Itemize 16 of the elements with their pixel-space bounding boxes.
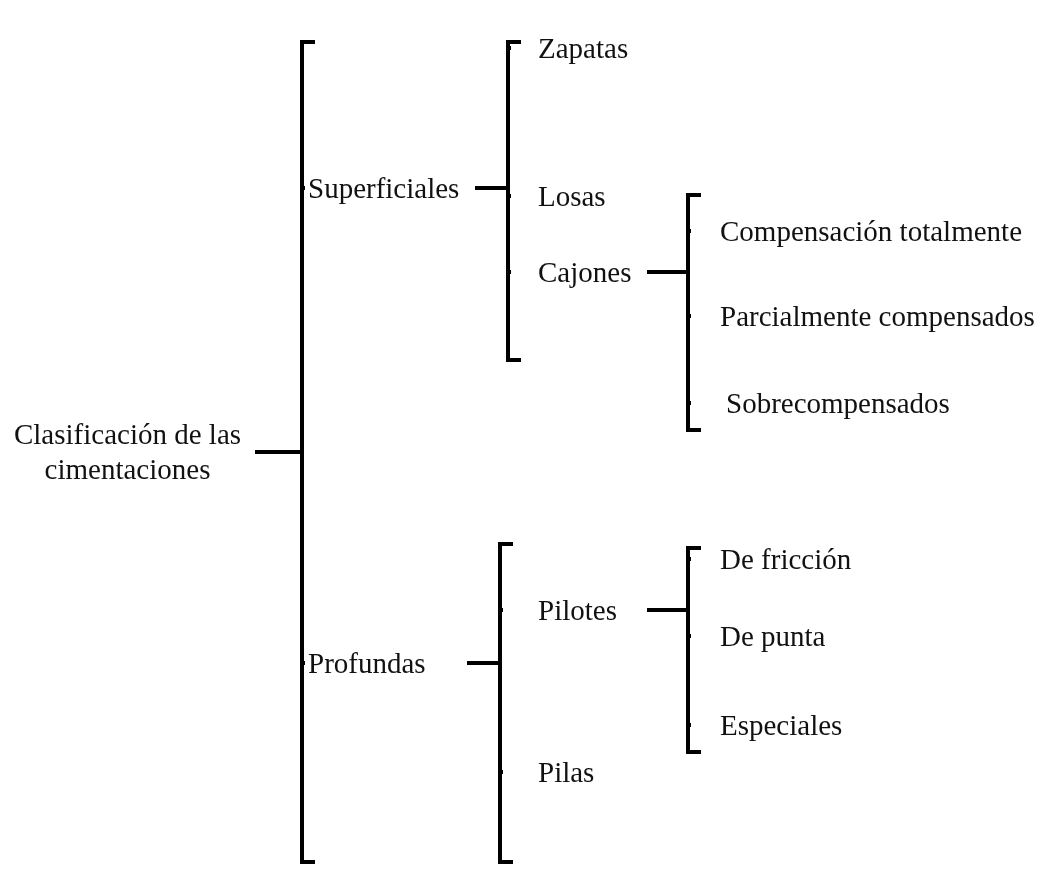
node-label: Zapatas [538, 30, 629, 66]
node-label: Parcialmente compensados [720, 298, 1035, 334]
node-label: Compensación totalmente [720, 213, 1022, 249]
node-label: Pilotes [538, 592, 617, 628]
node-label: Pilas [538, 754, 595, 790]
node-label: Cajones [538, 254, 632, 290]
node-label: Sobrecompensados [726, 385, 950, 421]
node-label: Clasificación de las cimentaciones [12, 417, 243, 487]
connector-line [475, 186, 511, 274]
node-label: Profundas [308, 645, 426, 681]
node-label: Especiales [720, 707, 843, 743]
connector-line [467, 661, 503, 774]
node-label: Losas [538, 178, 606, 214]
node-label: Superficiales [308, 170, 460, 206]
node-label: De fricción [720, 541, 852, 577]
node-label: De punta [720, 618, 826, 654]
